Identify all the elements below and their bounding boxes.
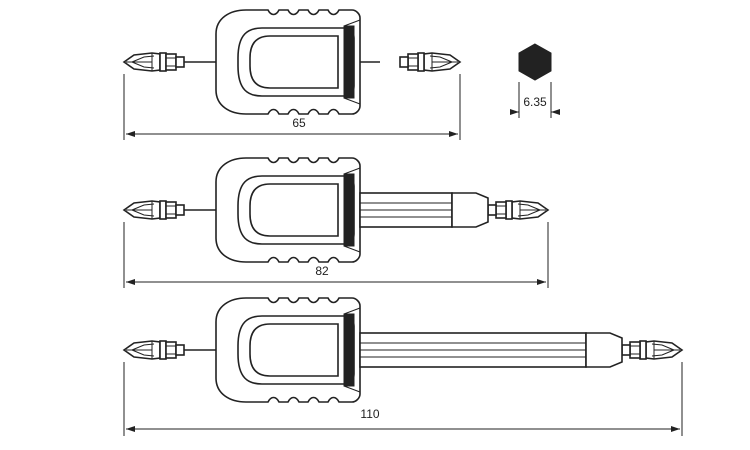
bit-drawing-110: 110 — [123, 297, 683, 436]
length-label-110: 110 — [360, 407, 379, 421]
hex-width-label: 6.35 — [523, 95, 547, 109]
bit-drawing-82: 82 — [123, 157, 549, 288]
bit-drawing-65: 65 — [123, 9, 461, 140]
hexagon-icon — [518, 43, 552, 81]
length-label-65: 65 — [292, 116, 306, 130]
length-label-82: 82 — [315, 264, 329, 278]
hex-cross-section: 6.35 — [510, 43, 560, 118]
